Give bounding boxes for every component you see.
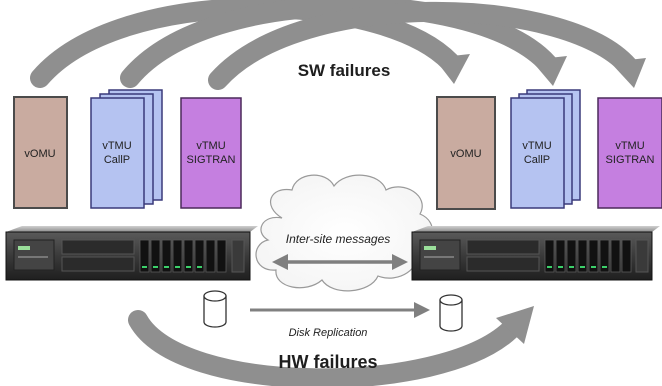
inter-site-label: Inter-site messages	[286, 232, 391, 246]
sw-arc-callp	[120, 0, 558, 88]
sw-arrowhead-2	[531, 56, 567, 86]
left-sigtran-label-2: SIGTRAN	[187, 154, 236, 166]
left-sigtran-label-1: vTMU	[196, 140, 225, 152]
right-callp-box	[510, 97, 565, 209]
sw-arrowhead-3	[610, 58, 646, 88]
left-vomu-box	[13, 96, 68, 209]
sw-failure-arrows	[30, 0, 638, 90]
sw-failures-label: SW failures	[298, 61, 391, 80]
right-vomu-label: vOMU	[450, 148, 481, 160]
right-sigtran-box	[597, 97, 662, 209]
disk-replication-label: Disk Replication	[289, 327, 368, 339]
sw-arrowheads	[434, 54, 646, 88]
left-server-drive-bays	[139, 239, 227, 273]
right-disk-icon	[439, 294, 463, 332]
left-callp-label-2: CallP	[104, 154, 130, 166]
right-vm-group: vOMU vTMU CallP vTMU SIGTRAN	[436, 89, 662, 210]
right-callp-label-1: vTMU	[522, 140, 551, 152]
left-callp-label-1: vTMU	[102, 140, 131, 152]
sw-arc-sigtran	[208, 1, 638, 90]
left-server	[5, 226, 258, 281]
hw-failure-arrow	[128, 306, 534, 386]
left-vomu-label: vOMU	[24, 148, 55, 160]
hw-failures-label: HW failures	[278, 352, 377, 372]
right-sigtran-label-1: vTMU	[615, 140, 644, 152]
left-disk-icon	[203, 290, 227, 328]
right-vomu-box	[436, 96, 496, 210]
sw-arrowhead-1	[434, 54, 470, 84]
inter-site-cloud: Inter-site messages	[255, 174, 433, 292]
left-callp-box	[90, 97, 145, 209]
hw-arrowhead	[496, 306, 534, 344]
right-server	[411, 226, 660, 281]
left-vm-group: vOMU vTMU CallP vTMU SIGTRAN	[13, 89, 242, 209]
right-server-drive-bays	[544, 239, 632, 273]
inter-site-arrow	[272, 254, 408, 270]
right-callp-label-2: CallP	[524, 154, 550, 166]
left-sigtran-box	[180, 97, 242, 209]
disk-replication-arrow	[250, 302, 430, 318]
right-sigtran-label-2: SIGTRAN	[606, 154, 655, 166]
